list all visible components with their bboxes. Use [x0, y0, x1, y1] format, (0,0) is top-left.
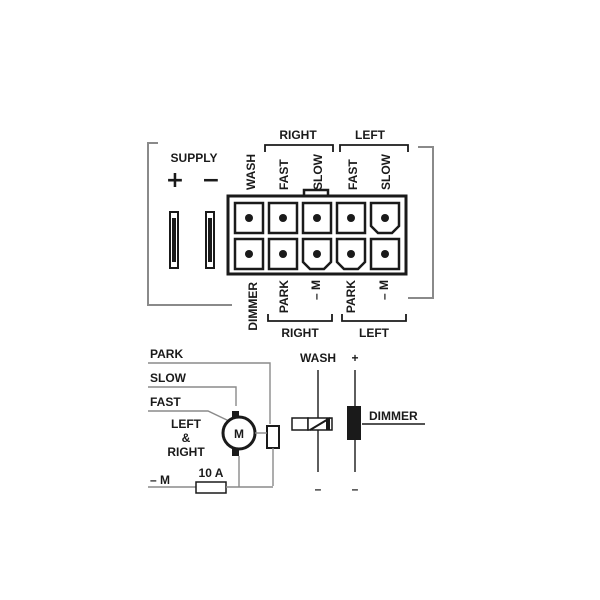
- dimmer-label: DIMMER: [369, 409, 418, 423]
- right-label: RIGHT: [167, 445, 205, 459]
- slow-wire: [148, 386, 237, 406]
- minus-m-right-pin-label: – M: [309, 280, 323, 300]
- pin-minus-m-left: [369, 237, 401, 271]
- dimmer-plus-label: +: [351, 351, 358, 365]
- motor-label: M: [234, 427, 244, 441]
- minus-m-left-pin-label: – M: [377, 280, 391, 300]
- park-left-pin-label: PARK: [344, 280, 358, 313]
- dimmer-resistor: [347, 406, 361, 440]
- slow-wire-label: SLOW: [150, 371, 187, 385]
- top-left-group-bracket: [339, 144, 409, 152]
- wash-pin-label: WASH: [244, 154, 258, 190]
- bottom-left-group-bracket: [341, 314, 407, 322]
- pin-fast-left: [335, 201, 367, 235]
- park-right-pin-label: PARK: [277, 280, 291, 313]
- fast-right-pin-label: FAST: [277, 159, 291, 190]
- pin-minus-m-right: [301, 237, 333, 271]
- supply-minus-symbol: −: [202, 168, 220, 193]
- pin-slow-left: [369, 201, 401, 235]
- wash-label: WASH: [300, 351, 336, 365]
- pin-park-right: [267, 237, 299, 271]
- fast-wire: [148, 410, 230, 422]
- left-label: LEFT: [171, 417, 202, 431]
- pin-park-left: [335, 237, 367, 271]
- wiper-motor-symbol: M: [221, 411, 257, 456]
- fast-wire-label: FAST: [150, 395, 181, 409]
- pin-fast-right: [267, 201, 299, 235]
- left-outer-bracket: [147, 142, 232, 306]
- pin-slow-right: [301, 201, 333, 235]
- bottom-right-group-bracket: [267, 314, 333, 322]
- ampersand-label: &: [182, 431, 191, 445]
- connector-key-tab: [302, 188, 330, 196]
- park-wire-label: PARK: [150, 347, 183, 361]
- right-outer-bracket: [408, 146, 434, 299]
- park-wire: [148, 362, 271, 424]
- slow-right-pin-label: SLOW: [311, 153, 325, 190]
- top-group-right-label: RIGHT: [279, 128, 317, 142]
- washer-pump-symbol: [291, 417, 333, 431]
- pin-wash: [233, 201, 265, 235]
- top-group-left-label: LEFT: [355, 128, 386, 142]
- wash-ground-symbol: –: [315, 482, 322, 496]
- bottom-group-right-label: RIGHT: [281, 326, 319, 340]
- fuse-rating-label: 10 A: [199, 466, 224, 480]
- dimmer-pin-label: DIMMER: [246, 282, 260, 331]
- supply-label: SUPPLY: [171, 151, 218, 165]
- minus-m-wire-label: – M: [150, 473, 170, 487]
- supply-plus-terminal: [169, 211, 179, 269]
- fast-left-pin-label: FAST: [346, 159, 360, 190]
- fuse: [195, 481, 227, 494]
- slow-left-pin-label: SLOW: [379, 153, 393, 190]
- bottom-group-left-label: LEFT: [359, 326, 390, 340]
- top-right-group-bracket: [264, 144, 334, 152]
- supply-minus-terminal: [205, 211, 215, 269]
- dimmer-ground-symbol: –: [352, 482, 359, 496]
- pin-dimmer: [233, 237, 265, 271]
- supply-plus-symbol: +: [166, 168, 184, 193]
- park-switch: [266, 425, 280, 449]
